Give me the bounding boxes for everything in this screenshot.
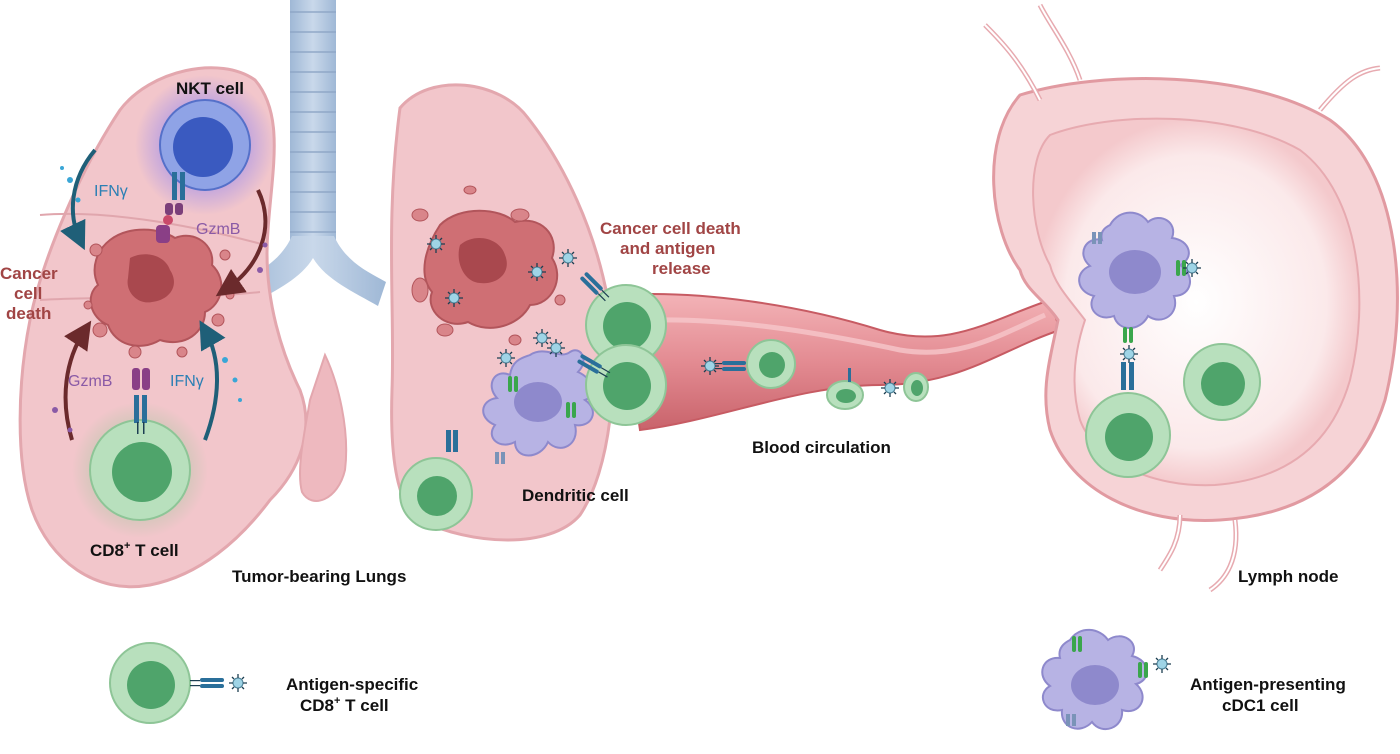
lymph-node bbox=[983, 3, 1399, 593]
nkt-cell-label: NKT cell bbox=[176, 79, 244, 98]
cd8-t-cell-lymph-node-1 bbox=[1085, 362, 1171, 478]
nkt-cell bbox=[135, 75, 275, 243]
antigen-release-label-line1: Cancer cell death bbox=[600, 219, 741, 238]
trachea bbox=[240, 0, 386, 306]
gzmb-top-label: GzmB bbox=[196, 221, 240, 238]
legend-apc-cell bbox=[1041, 628, 1172, 731]
dendritic-cell-middle bbox=[482, 349, 595, 464]
tumor-left bbox=[83, 228, 235, 359]
gzmb-bottom-label: GzmB bbox=[68, 373, 112, 390]
antigen-release-label-line3: release bbox=[652, 259, 711, 278]
lymph-node-label: Lymph node bbox=[1238, 567, 1338, 586]
blood-circulation-label: Blood circulation bbox=[752, 438, 891, 457]
cytokine-arrows bbox=[52, 148, 268, 441]
cd8-t-cell-lymph-node-2 bbox=[1183, 343, 1261, 421]
ifng-top-label: IFNγ bbox=[94, 183, 128, 200]
dendritic-cell-lymph-node bbox=[1078, 211, 1202, 364]
legend-antigen-specific-t-cell bbox=[109, 642, 248, 724]
cd8-t-cell-label: CD8+ T cell bbox=[90, 540, 179, 560]
antigen-release-label-line2: and antigen bbox=[620, 239, 715, 258]
blood-vessel bbox=[618, 293, 1062, 432]
entry-t-cells bbox=[576, 271, 667, 426]
legend-apc-label-line2: cDC1 cell bbox=[1222, 696, 1299, 715]
ifng-bottom-label: IFNγ bbox=[170, 373, 204, 390]
cancer-cell-death-label-line1: Cancer bbox=[0, 264, 58, 283]
legend-antigen-specific-label-line2: CD8+ T cell bbox=[300, 695, 389, 715]
cancer-cell-death-label-line2: cell bbox=[14, 284, 42, 303]
legend-antigen-specific-label-line1: Antigen-specific bbox=[286, 675, 418, 694]
cd8-t-cell-left bbox=[72, 368, 208, 538]
legend-apc-label-line1: Antigen-presenting bbox=[1190, 675, 1346, 694]
cd8-t-cell-middle-lung bbox=[399, 430, 473, 531]
tumor-bearing-lungs-label: Tumor-bearing Lungs bbox=[232, 567, 406, 586]
dendritic-cell-label: Dendritic cell bbox=[522, 486, 629, 505]
cancer-cell-death-label-line3: death bbox=[6, 304, 51, 323]
